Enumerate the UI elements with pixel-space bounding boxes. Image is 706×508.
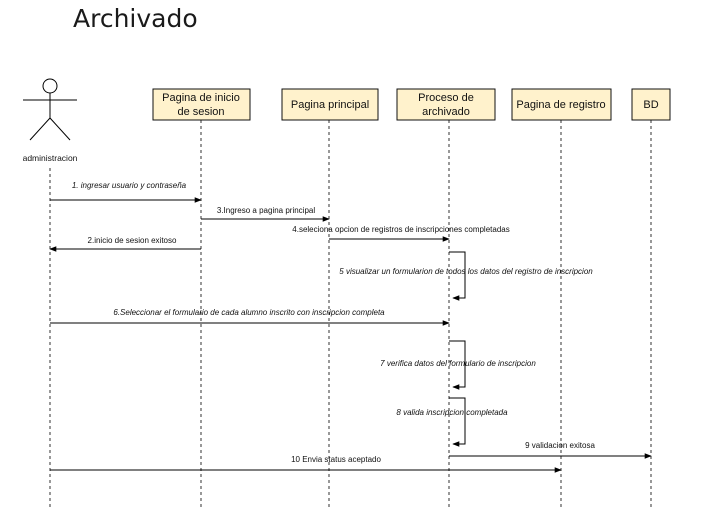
- message-8-self[interactable]: 8 valida inscripcion completada: [396, 397, 508, 447]
- participant-label: de sesion: [177, 106, 224, 118]
- message-9[interactable]: 9 validacion exitosa: [449, 441, 652, 459]
- participant-pagina-registro[interactable]: Pagina de registro: [511, 88, 612, 121]
- message-label: 9 validacion exitosa: [525, 441, 595, 450]
- participant-label: Pagina de registro: [516, 99, 605, 111]
- message-label: 4.seleciona opcion de registros de inscr…: [292, 225, 509, 234]
- participant-bd[interactable]: BD: [631, 88, 671, 121]
- message-6[interactable]: 6.Seleccionar el formulario de cada alum…: [50, 308, 450, 326]
- participant-proceso-archivado[interactable]: Proceso de archivado: [396, 88, 496, 121]
- message-label: 5 visualizar un formularion de todos los…: [339, 267, 593, 276]
- message-label: 8 valida inscripcion completada: [396, 408, 508, 417]
- message-5-self[interactable]: 5 visualizar un formularion de todos los…: [339, 251, 593, 301]
- page-title: Archivado: [73, 4, 198, 33]
- message-label: 7 verifica datos del formulario de inscr…: [380, 359, 536, 368]
- message-1[interactable]: 1. ingresar usuario y contraseña: [50, 181, 202, 203]
- message-4[interactable]: 4.seleciona opcion de registros de inscr…: [292, 225, 510, 242]
- message-2[interactable]: 2.inicio de sesion exitoso: [49, 236, 201, 252]
- message-label: 10 Envia status aceptado: [291, 455, 381, 464]
- message-10[interactable]: 10 Envia status aceptado: [50, 455, 562, 473]
- participant-label: archivado: [422, 106, 470, 118]
- message-label: 2.inicio de sesion exitoso: [88, 236, 177, 245]
- message-7-self[interactable]: 7 verifica datos del formulario de inscr…: [380, 340, 536, 390]
- message-label: 6.Seleccionar el formulario de cada alum…: [113, 308, 385, 317]
- message-3[interactable]: 3.Ingreso a pagina principal: [201, 206, 330, 222]
- actor-administracion[interactable]: administracion: [23, 78, 78, 163]
- lifelines: [49, 120, 652, 508]
- message-label: 3.Ingreso a pagina principal: [217, 206, 316, 215]
- participant-label: Pagina de inicio: [162, 92, 240, 104]
- participant-label: Pagina principal: [291, 99, 369, 111]
- participant-pagina-principal[interactable]: Pagina principal: [281, 88, 379, 121]
- participant-label: BD: [643, 99, 658, 111]
- message-label: 1. ingresar usuario y contraseña: [72, 181, 187, 190]
- actor-label: administracion: [23, 153, 78, 163]
- participant-label: Proceso de: [418, 92, 474, 104]
- participant-inicio-sesion[interactable]: Pagina de inicio de sesion: [152, 88, 251, 121]
